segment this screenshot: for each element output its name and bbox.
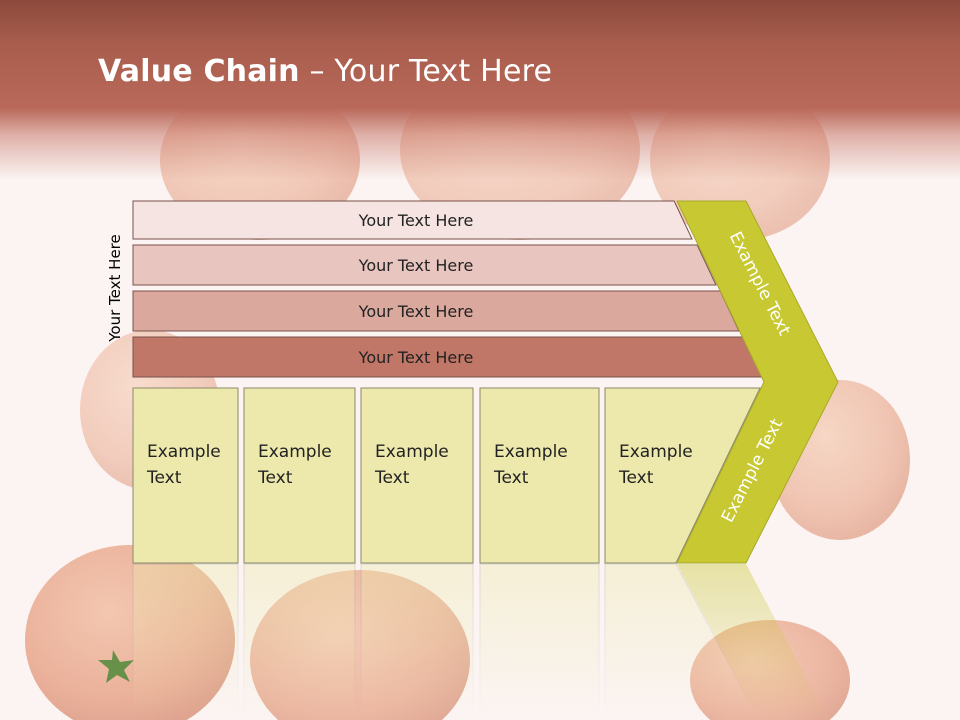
- column-label-3: Example Text: [375, 442, 449, 488]
- title-rest: – Your Text Here: [299, 54, 553, 89]
- column-label-2: Example Text: [258, 442, 332, 488]
- column-label-4: Example Text: [494, 442, 568, 488]
- arrow-chevron: [676, 200, 839, 564]
- bar-2: [132, 244, 717, 286]
- column-label-5: Example Text: [619, 442, 693, 488]
- slide-title: Value Chain – Your Text Here: [98, 54, 552, 89]
- column-1: [132, 387, 239, 564]
- bar-1: [132, 200, 693, 240]
- header-band: [0, 0, 960, 180]
- reflection: [0, 563, 960, 720]
- bar-label-4: Your Text Here: [358, 348, 474, 367]
- bar-label-2: Your Text Here: [358, 256, 474, 275]
- column-3: [360, 387, 474, 564]
- column-4: [479, 387, 600, 564]
- bar-label-1: Your Text Here: [358, 211, 474, 230]
- column-label-1: Example Text: [147, 442, 221, 488]
- title-bold: Value Chain: [98, 54, 300, 89]
- bar-label-3: Your Text Here: [358, 302, 474, 321]
- column-2: [243, 387, 356, 564]
- column-5: [604, 387, 761, 564]
